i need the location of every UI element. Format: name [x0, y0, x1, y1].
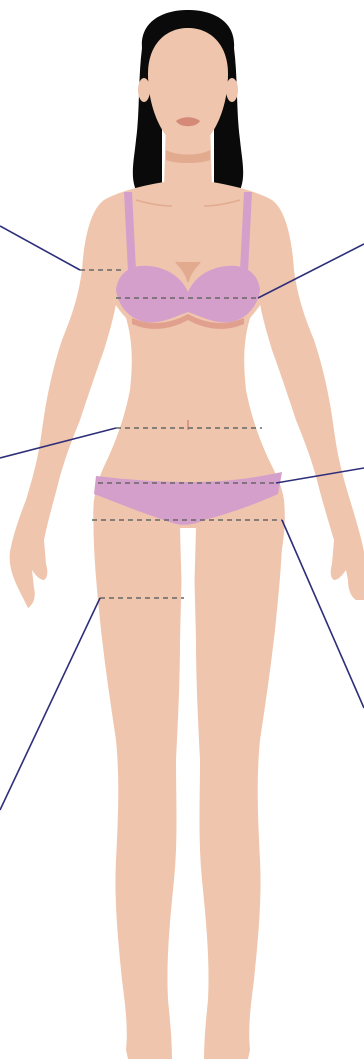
thigh-leader-line	[0, 598, 100, 810]
bust-leader-line	[0, 226, 80, 270]
